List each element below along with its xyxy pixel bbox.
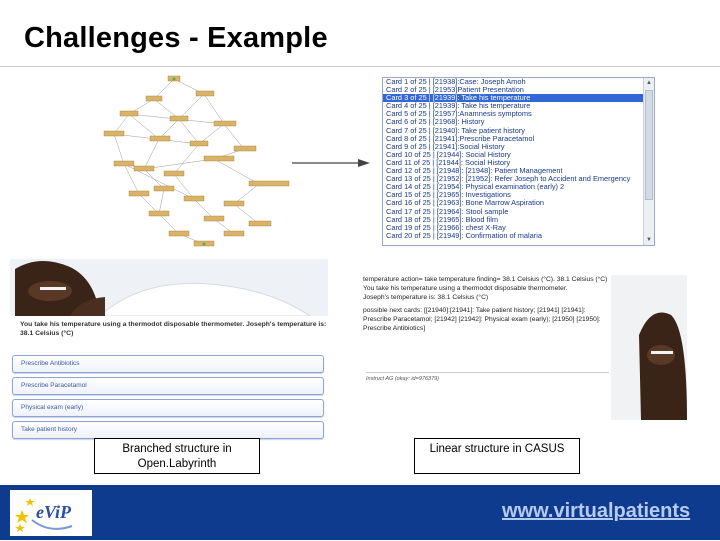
footer-bar — [0, 485, 720, 540]
evip-logo: eViP — [10, 490, 92, 536]
option-take-history[interactable]: Take patient history — [12, 421, 324, 439]
openlabyrinth-screenshot: You take his temperature using a thermod… — [10, 259, 328, 441]
casus-screenshot: temperature action= take temperature fin… — [363, 275, 718, 425]
card-list-item[interactable]: Card 18 of 25 | [21965]: Blood film — [386, 214, 499, 224]
card-list-item[interactable]: Card 9 of 25 | [21941]:Social History — [386, 141, 505, 151]
arrow-right-icon — [292, 159, 370, 167]
card-list-item[interactable]: Card 16 of 25 | [21963]: Bone Marrow Asp… — [386, 198, 545, 208]
website-link[interactable]: www.virtualpatients — [502, 500, 691, 522]
slide-title: Challenges - Example — [24, 22, 328, 54]
casus-line: Joseph's temperature is: 38.1 Celsius (°… — [363, 294, 489, 302]
card-list-item[interactable]: Card 8 of 25 | [21941]:Prescribe Paracet… — [386, 133, 535, 143]
openlabyrinth-graph-thumbnail — [103, 75, 290, 247]
case-description: You take his temperature using a thermod… — [20, 321, 327, 337]
card-list-item[interactable]: Card 11 of 25 | [21944]: Social History — [386, 157, 511, 167]
card-list-item[interactable]: Card 14 of 25 | [21954]: Physical examin… — [386, 182, 565, 192]
casus-line: You take his temperature using a thermod… — [363, 285, 568, 293]
card-list-item[interactable]: Card 15 of 25 | [21965]: Investigations — [386, 190, 511, 200]
scroll-thumb[interactable] — [645, 90, 653, 200]
card-list-item[interactable]: Card 5 of 25 | [21957]:Anamnesis symptom… — [386, 109, 532, 119]
casus-footer: Instruct AG (okay: id=976379) — [366, 376, 440, 382]
casus-card-list[interactable]: Card 1 of 25 | [21938]:Case: Joseph Amoh… — [382, 77, 655, 246]
casus-next-cards[interactable]: possible next cards: [[21940]:[21941]: T… — [363, 306, 601, 333]
card-list-item[interactable]: Card 1 of 25 | [21938]:Case: Joseph Amoh — [386, 77, 526, 86]
caption-openlabyrinth: Branched structure in Open.Labyrinth — [94, 438, 260, 474]
card-list-item[interactable]: Card 17 of 25 | [21964]: Stool sample — [386, 206, 509, 216]
patient-photo — [10, 259, 328, 316]
card-list-item[interactable]: Card 13 of 25 | [21952]: [21952]: Refer … — [386, 174, 631, 184]
card-list-item[interactable]: Card 12 of 25 | [21948]: [21948]: Patien… — [386, 166, 563, 176]
svg-text:eViP: eViP — [36, 502, 72, 522]
card-list-item[interactable]: Card 4 of 25 | [21939]: Take his tempera… — [386, 101, 531, 111]
card-list-item[interactable]: Card 6 of 25 | [21968]: History — [386, 117, 485, 127]
card-list-item[interactable]: Card 19 of 25 | [21966]: chest X-Ray — [386, 222, 506, 232]
option-physical-exam[interactable]: Physical exam (early) — [12, 399, 324, 417]
scroll-up-icon[interactable]: ▲ — [646, 80, 652, 86]
card-list-item[interactable]: Card 3 of 25 | [21939]: Take his tempera… — [383, 94, 654, 103]
casus-card-text: temperature action= take temperature fin… — [363, 275, 613, 333]
patient-photo-small — [611, 275, 687, 420]
scroll-down-icon[interactable]: ▼ — [646, 237, 652, 243]
option-prescribe-antibiotics[interactable]: Prescribe Antibiotics — [12, 355, 324, 373]
option-prescribe-paracetamol[interactable]: Prescribe Paracetamol — [12, 377, 324, 395]
caption-casus: Linear structure in CASUS — [414, 438, 580, 474]
title-divider — [0, 66, 720, 67]
card-list-item[interactable]: Card 7 of 25 | [21940]: Take patient his… — [386, 125, 526, 135]
card-list-item[interactable]: Card 2 of 25 | [21953]Patient Presentati… — [386, 85, 524, 95]
card-list-item[interactable]: Card 20 of 25 | [21949]: Confirmation of… — [386, 230, 542, 240]
casus-line: temperature action= take temperature fin… — [363, 276, 608, 283]
casus-divider — [366, 372, 609, 373]
card-list-scrollbar[interactable]: ▲ ▼ — [643, 78, 654, 245]
card-list-item[interactable]: Card 10 of 25 | [21944]: Social History — [386, 149, 511, 159]
